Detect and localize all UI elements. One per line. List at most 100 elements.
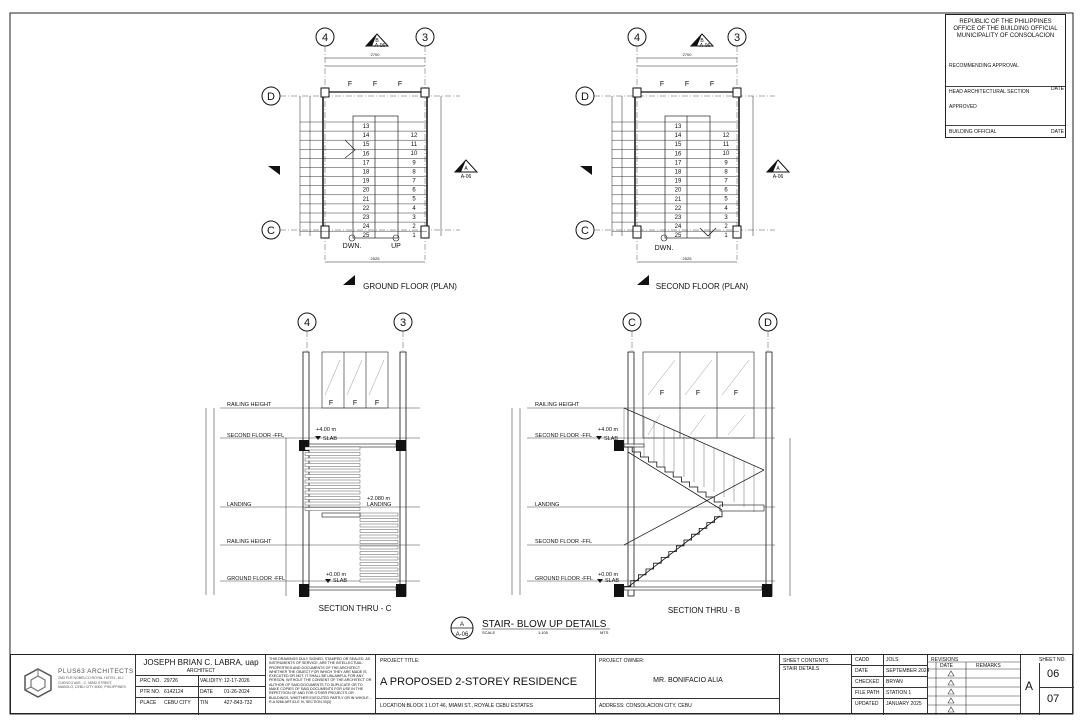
svg-text:SCALE: SCALE [482,630,495,635]
grid-bubble-4: 4 [627,27,647,47]
revisions-cell: REVISIONS DATE REMARKS [928,655,1021,715]
project-title-cell: PROJECT TITLE: A PROPOSED 2-STOREY RESID… [376,655,596,713]
stair-tread [304,474,361,478]
sheet-number-cell: SHEET NO. A 06 07 [1021,655,1074,715]
step-number: 10 [411,151,418,157]
svg-text:LANDING: LANDING [367,502,391,508]
stair-tread [304,501,361,506]
svg-text:SLAB: SLAB [323,436,337,442]
svg-text:C: C [267,225,275,237]
svg-text:DWN.: DWN. [655,245,674,252]
step-number: 8 [412,169,416,175]
grid-bubble-3: 3 [727,27,747,47]
step-number: 23 [363,215,370,221]
svg-text:2525: 2525 [683,256,693,261]
svg-text:SECOND FLOOR -FFL: SECOND FLOOR -FFL [535,539,592,545]
svg-text:4: 4 [304,317,310,329]
stair-tread [359,556,399,561]
firm-cell: PLUS63 ARCHITECTS 2ND FLR NOBELCO ROYAL … [11,655,136,713]
step-number: 3 [412,215,416,221]
svg-text:2525: 2525 [371,256,381,261]
cadd-value: JOLS [886,657,899,663]
step-number: 21 [675,197,682,203]
building-official-label: BUILDING OFFICIAL [949,129,997,135]
date-label: DATE [1051,86,1064,92]
svg-text:LANDING: LANDING [535,502,559,508]
section-thru-b: C D F F F RAILING HEIGHT SE [511,312,791,615]
firm-name: PLUS63 ARCHITECTS [58,668,134,675]
step-number: 13 [675,124,682,130]
stair-tread [304,479,361,484]
checked-label: CHECKED [855,679,880,685]
section-c-title: SECTION THRU - C [319,604,392,613]
step-number: 10 [723,151,730,157]
sheet-no-label: SHEET NO. [1039,657,1066,663]
svg-text:3: 3 [734,32,740,44]
svg-text:RAILING HEIGHT: RAILING HEIGHT [227,539,272,545]
svg-text:UP: UP [391,243,401,250]
step-number: 9 [412,160,416,166]
svg-text:+4.00 m: +4.00 m [598,427,618,433]
project-address: ADDRESS: CONSOLACION CITY, CEBU [599,703,692,709]
recommending-approval-label: RECOMMENDING APPROVAL [949,63,1019,69]
step-number: 20 [363,188,370,194]
stair-tread [359,512,399,517]
place-label: PLACE [140,700,157,706]
section-b-title: SECTION THRU - B [668,606,740,615]
project-owner-label: PROJECT OWNER: [599,658,645,664]
svg-text:D: D [581,91,589,103]
svg-text:F: F [329,400,333,407]
step-number: 19 [363,179,370,185]
step-number: 11 [411,142,418,148]
step-number: 13 [363,124,370,130]
svg-text:F: F [710,81,714,88]
step-number: 4 [412,206,416,212]
stair-tread [359,573,399,577]
step-number: 7 [412,179,416,185]
sheet-letter: A [1025,679,1034,693]
grid-bubble-3: 3 [393,312,413,332]
svg-text:4: 4 [634,32,640,44]
validity-label: VALIDITY: [200,678,223,684]
step-number: 6 [724,188,728,194]
grid-bubble-C: C [261,220,281,240]
svg-text:LANDING: LANDING [227,502,251,508]
svg-text:SECOND FLOOR -FFL: SECOND FLOOR -FFL [535,433,592,439]
step-number: 14 [363,133,370,139]
detail-title-block: A A-06 STAIR- BLOW UP DETAILS SCALE 1:10… [450,616,610,640]
svg-text:RAILING HEIGHT: RAILING HEIGHT [535,402,580,408]
stair-tread [359,523,399,528]
stair-tread [304,457,361,462]
ground-stair-treads: 1314151617181920212223242512111098765432… [300,121,427,239]
ground-floor-plan: 4 3 D C B A-06 2700 F F [261,27,479,291]
step-number: 4 [724,206,728,212]
step-number: 5 [412,197,416,203]
title-block: PLUS63 ARCHITECTS 2ND FLR NOBELCO ROYAL … [10,654,1074,715]
step-number: 25 [675,233,682,239]
grid-bubble-4: 4 [315,27,335,47]
step-number: 15 [363,142,370,148]
svg-text:2700: 2700 [371,52,381,57]
step-number: 22 [363,206,370,212]
svg-text:F: F [660,390,664,397]
svg-text:RAILING HEIGHT: RAILING HEIGHT [227,402,272,408]
step-number: 6 [412,188,416,194]
copyright-notice-cell: THIS DRAWINGS DULY SIGNED, STAMPED OR SE… [266,655,376,713]
svg-text:F: F [734,390,738,397]
section-marker-a: A A-06 [268,159,479,180]
stair-tread [304,468,361,473]
lower-flight-soffit [627,515,721,588]
step-number: 16 [363,151,370,157]
ptr-label: PTR NO. [140,689,161,695]
section-thru-c: 4 3 F F F RAILING HEI [205,312,420,613]
project-title: A PROPOSED 2-STOREY RESIDENCE [380,676,578,688]
svg-text:4: 4 [322,32,328,44]
architect-role: ARCHITECT [186,668,216,674]
svg-text:+2.080 m: +2.080 m [367,496,391,502]
approval-line-2: OFFICE OF THE BUILDING OFFICIAL [953,26,1058,32]
svg-text:C: C [628,317,636,329]
svg-text:F: F [348,81,352,88]
approved-label: APPROVED [949,104,977,110]
revision-date-header: DATE [940,663,953,669]
svg-text:F: F [685,81,689,88]
